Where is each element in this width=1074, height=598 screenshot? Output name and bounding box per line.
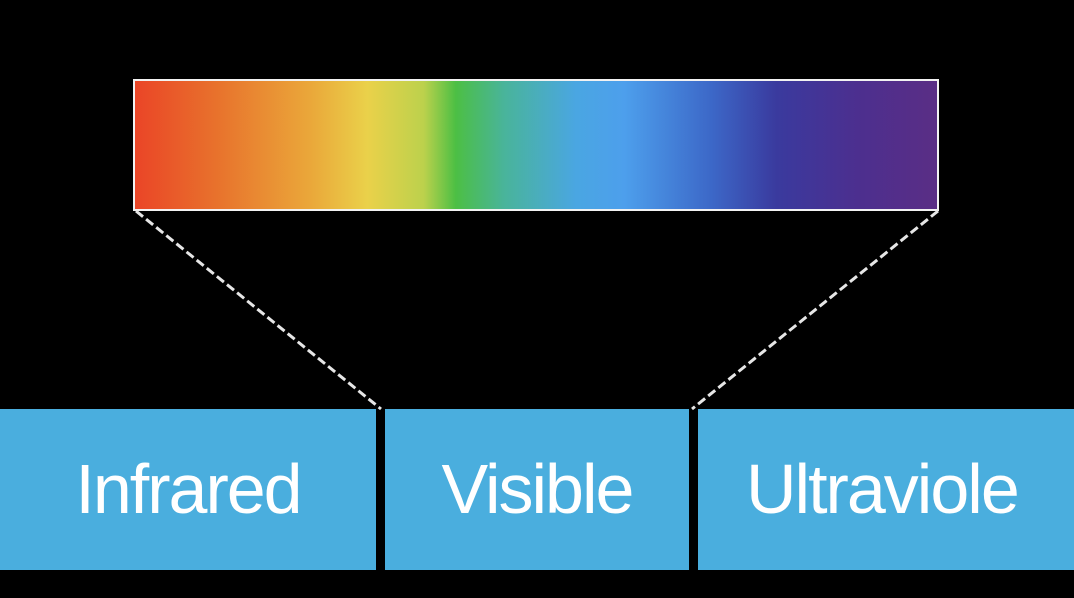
band-ultraviolet-label: Ultraviole bbox=[746, 450, 1020, 528]
connector-line-right bbox=[691, 209, 939, 411]
band-visible-label: Visible bbox=[441, 450, 635, 528]
band-visible: Visible bbox=[385, 409, 689, 570]
band-infrared-label: Infrared bbox=[75, 450, 302, 528]
visible-spectrum-gradient bbox=[133, 79, 939, 211]
band-ultraviolet: Ultraviole bbox=[698, 409, 1074, 570]
band-infrared: Infrared bbox=[0, 409, 376, 570]
connector-line-left bbox=[135, 209, 382, 411]
